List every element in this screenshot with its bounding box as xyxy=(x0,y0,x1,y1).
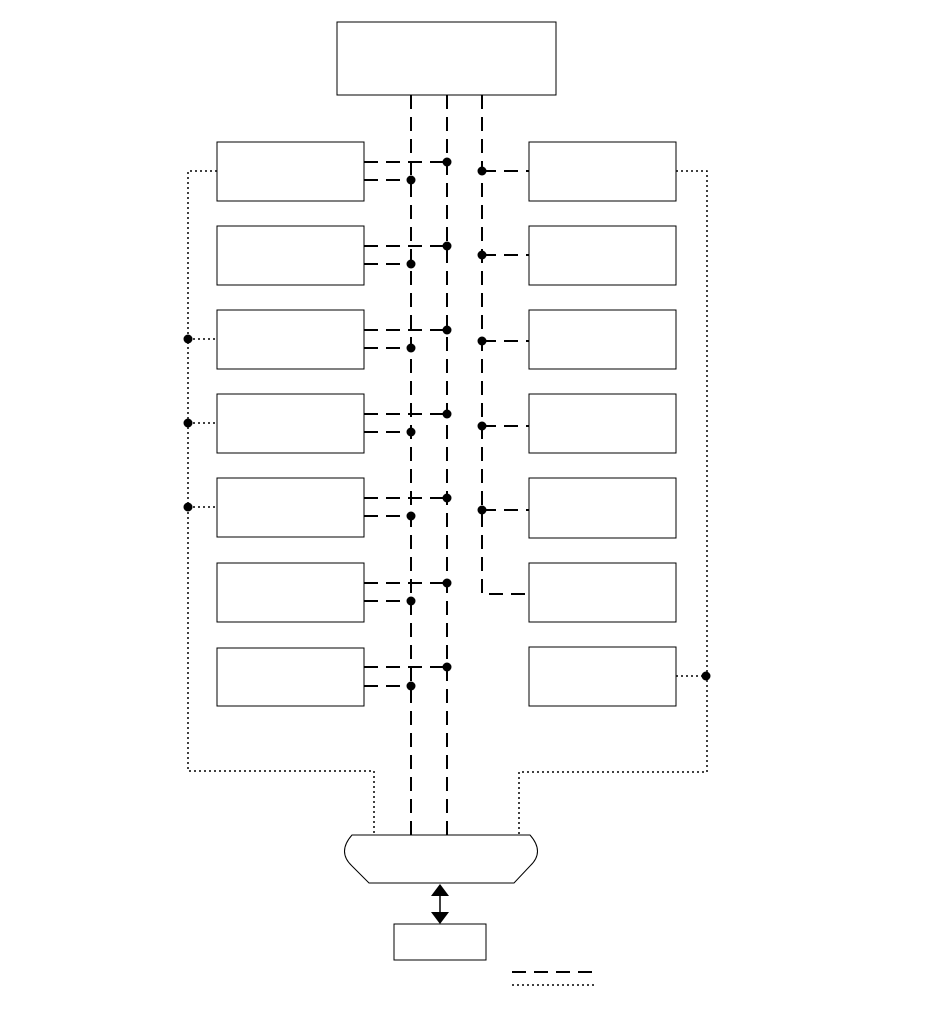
right-box xyxy=(528,141,677,202)
right-box xyxy=(528,393,677,454)
left-box xyxy=(216,647,365,707)
legend xyxy=(512,971,597,986)
bus-line-right xyxy=(481,95,529,595)
right-box xyxy=(528,477,677,539)
right-box-connections xyxy=(482,170,529,511)
dashed-bus-lines xyxy=(410,95,529,835)
left-column xyxy=(216,141,365,707)
connector-hub xyxy=(344,834,538,884)
bottom-box xyxy=(393,923,487,961)
right-box xyxy=(528,646,677,707)
left-box xyxy=(216,562,365,623)
dotted-line-left xyxy=(187,170,375,835)
left-box xyxy=(216,141,365,202)
left-box xyxy=(216,393,365,454)
left-box xyxy=(216,225,365,286)
right-box xyxy=(528,225,677,286)
dotted-line-right xyxy=(518,170,708,835)
left-box xyxy=(216,309,365,370)
bidirectional-arrow xyxy=(431,884,449,924)
right-box xyxy=(528,562,677,623)
right-box xyxy=(528,309,677,370)
dashed-junction-dots xyxy=(406,157,487,691)
top-box xyxy=(336,21,557,96)
left-box-connections xyxy=(364,161,447,687)
left-box xyxy=(216,477,365,538)
dotted-junction-dots xyxy=(183,334,711,681)
right-column xyxy=(528,141,677,707)
